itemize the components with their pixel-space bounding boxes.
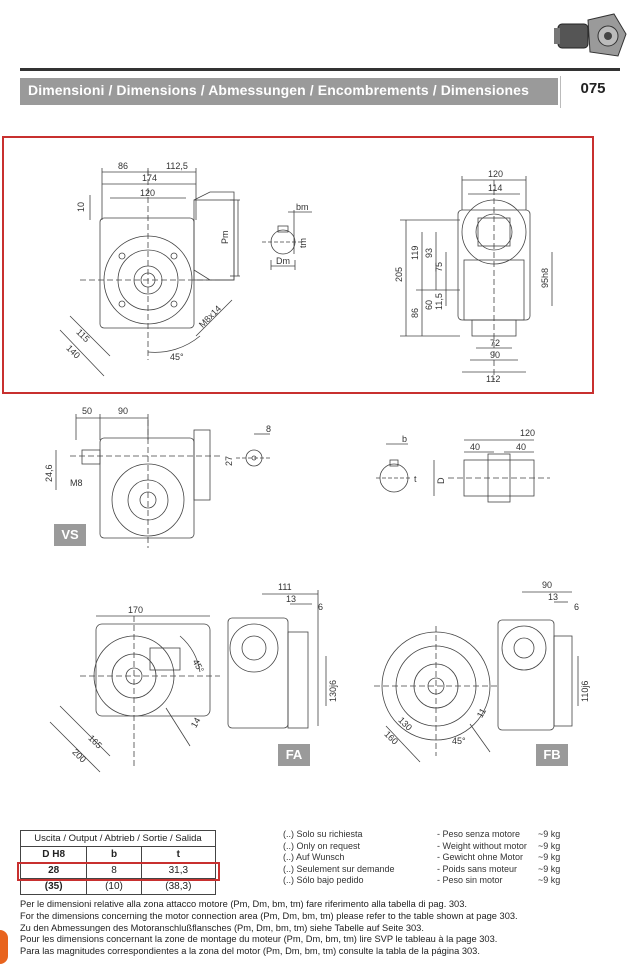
dim-m8: M8: [70, 478, 83, 488]
reference-notes: Per le dimensioni relative alla zona att…: [20, 899, 518, 958]
dim-115: 115: [74, 327, 91, 344]
weight-value: ~9 kg: [538, 840, 561, 851]
dim-14: 14: [189, 716, 203, 730]
page-number: 075: [580, 80, 606, 97]
dim-27: 27: [224, 456, 234, 466]
dim-tm: tm: [298, 238, 308, 248]
note-line: Para las magnitudes correspondientes a l…: [20, 946, 480, 957]
dim-165: 165: [86, 733, 104, 751]
vs-tag: VS: [54, 524, 86, 546]
highlight-frame: [2, 136, 594, 394]
dim-t: t: [414, 474, 417, 484]
table-row-highlight: [17, 862, 220, 881]
dim-11: 11: [475, 706, 488, 719]
dim-112-5: 112,5: [166, 161, 188, 171]
table-header-t: t: [140, 846, 217, 863]
dim-13-fa: 13: [286, 594, 296, 604]
dim-6-fa: 6: [318, 602, 323, 612]
weight-value: ~9 kg: [538, 875, 561, 885]
table-header-b: b: [86, 846, 142, 863]
dim-111: 111: [278, 582, 292, 592]
fb-tag: FB: [536, 744, 568, 766]
dim-50: 50: [82, 406, 92, 416]
dim-45-deg-fa: 45°: [191, 658, 207, 675]
dim-45-deg: 45°: [170, 352, 184, 362]
legend-item: (..) Auf Wunsch: [283, 852, 345, 862]
legend-item: (..) Only on request: [283, 840, 361, 851]
output-table-title: Uscita / Output / Abtrieb / Sortie / Sal…: [20, 830, 216, 847]
dim-6-fb: 6: [574, 602, 579, 612]
dim-r95h8: 95h8: [540, 268, 550, 288]
note-line: Pour les dimensions concernant la zone d…: [20, 934, 498, 945]
dim-r72: 72: [490, 338, 500, 348]
drawing-main-views: 86 112,5 174 120 10 Pm 115 140 45° M8x14…: [59, 161, 553, 384]
dim-r60: 60: [424, 300, 434, 310]
legend-item: (..) Seulement sur demande: [283, 863, 395, 874]
page-title: Dimensioni / Dimensions / Abmessungen / …: [28, 82, 529, 98]
page-edge-marker: [0, 930, 8, 964]
dim-r93: 93: [424, 248, 434, 258]
dim-d: D: [436, 477, 446, 484]
table-header-d: D H8: [19, 846, 88, 863]
dim-140: 140: [64, 343, 82, 361]
dim-bm: bm: [296, 202, 309, 212]
dim-110j6: 110j6: [580, 681, 590, 702]
weight-label: - Gewicht ohne Motor: [437, 852, 524, 862]
weight-label: - Peso senza motore: [437, 829, 521, 839]
dim-13-fb: 13: [548, 592, 558, 602]
dim-m8x14: M8x14: [197, 303, 223, 329]
dim-dm: Dm: [276, 256, 290, 266]
dim-24-6: 24,6: [44, 464, 54, 482]
dim-r11-5: 11,5: [434, 293, 444, 310]
dim-r205: 205: [394, 267, 404, 282]
fa-tag: FA: [278, 744, 310, 766]
dim-40-right: 40: [516, 442, 526, 452]
page-number-box: [560, 76, 621, 108]
dim-120: 120: [520, 428, 535, 438]
dim-200: 200: [70, 747, 88, 765]
dim-r90: 90: [490, 350, 500, 360]
weight-legend: - Peso senza motore - Weight without mot…: [437, 829, 537, 887]
dim-170: 170: [128, 605, 143, 615]
drawing-vs-view: 50 90 24,6 M8 27 8 b t D 120 40 40: [44, 406, 550, 548]
dim-90-fb: 90: [542, 580, 552, 590]
weight-value: ~9 kg: [538, 863, 561, 874]
weight-label: - Weight without motor: [437, 840, 527, 851]
note-line: For the dimensions concerning the motor …: [20, 910, 518, 921]
dim-r119: 119: [410, 246, 420, 260]
legend-item: (..) Solo su richiesta: [283, 829, 363, 839]
dim-r120: 120: [488, 169, 503, 179]
dim-90: 90: [118, 406, 128, 416]
dim-pm: Pm: [220, 231, 230, 245]
dim-45-deg-fb: 45°: [452, 736, 466, 746]
dim-10: 10: [76, 202, 86, 212]
header-bar: [20, 78, 558, 105]
weight-value: ~9 kg: [538, 829, 561, 839]
dim-120: 120: [140, 188, 155, 198]
weight-values: ~9 kg ~9 kg ~9 kg ~9 kg ~9 kg: [538, 829, 588, 887]
dim-86: 86: [118, 161, 128, 171]
availability-legend: (..) Solo su richiesta (..) Only on requ…: [283, 829, 433, 887]
dim-r112: 112: [486, 374, 500, 384]
dim-r86: 86: [410, 308, 420, 318]
dim-40-left: 40: [470, 442, 480, 452]
dim-8: 8: [266, 424, 271, 434]
gearbox-thumbnail: [552, 8, 630, 64]
dim-b: b: [402, 434, 407, 444]
note-line: Zu den Abmessungen des Motoranschlußflan…: [20, 922, 424, 933]
weight-value: ~9 kg: [538, 852, 561, 862]
weight-label: - Peso sin motor: [437, 875, 503, 885]
drawing-fa-fb-views: 170 45° 14 165 200 111 13 6 130j6 90 13 …: [49, 580, 590, 773]
dim-r75: 75: [434, 262, 444, 272]
legend-item: (..) Sólo bajo pedido: [283, 875, 364, 885]
dim-130j6: 130j6: [328, 680, 338, 702]
dim-174: 174: [142, 173, 157, 183]
header-rule: [20, 68, 620, 71]
note-line: Per le dimensioni relative alla zona att…: [20, 899, 467, 909]
dim-r114: 114: [488, 183, 502, 193]
weight-label: - Poids sans moteur: [437, 863, 518, 874]
dim-160: 160: [382, 729, 400, 747]
